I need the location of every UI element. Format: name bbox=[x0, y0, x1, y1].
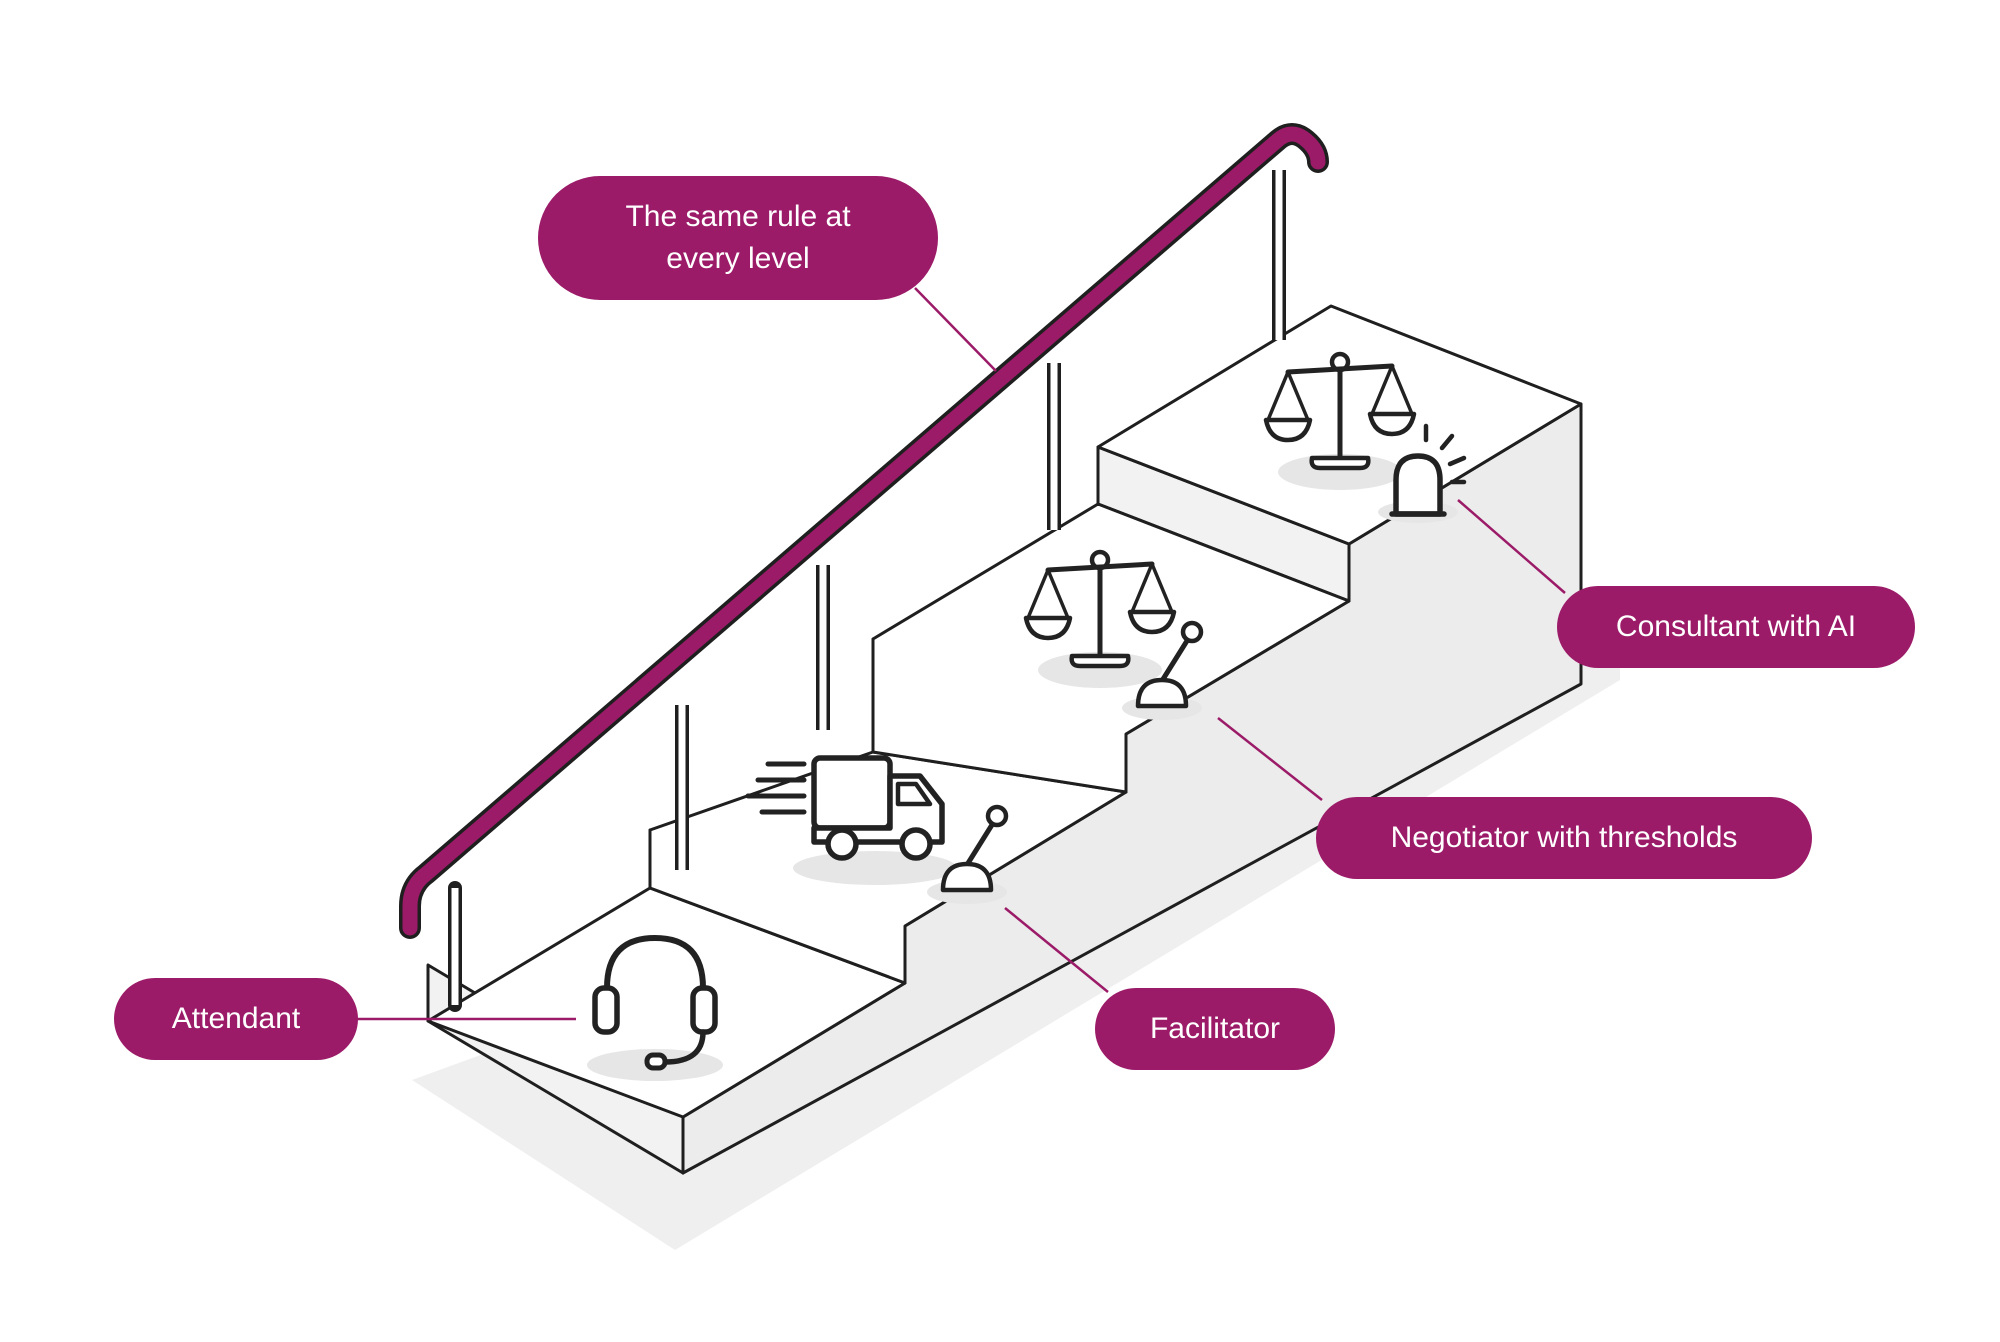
rail-label: The same rule at every level bbox=[538, 176, 938, 300]
label-attendant-text: Attendant bbox=[172, 1002, 301, 1035]
leader-rail bbox=[914, 287, 997, 372]
headset-icon bbox=[587, 934, 723, 1081]
label-consultant: Consultant with AI bbox=[1557, 586, 1915, 668]
label-facilitator-text: Facilitator bbox=[1150, 1012, 1280, 1045]
leader-consultant bbox=[1457, 499, 1566, 594]
leader-facilitator bbox=[1004, 907, 1109, 993]
rail-label-line-2: every level bbox=[666, 242, 809, 275]
label-consultant-text: Consultant with AI bbox=[1616, 610, 1856, 643]
handrail bbox=[399, 123, 1329, 1012]
label-attendant: Attendant bbox=[114, 978, 358, 1060]
truck-icon bbox=[745, 755, 957, 885]
alarm-light-icon bbox=[1378, 423, 1467, 523]
label-facilitator: Facilitator bbox=[1095, 988, 1335, 1070]
label-negotiator-text: Negotiator with thresholds bbox=[1391, 821, 1738, 854]
leader-negotiator bbox=[1217, 717, 1323, 801]
rail-label-line-1: The same rule at bbox=[625, 200, 851, 233]
leader-lines bbox=[352, 287, 1566, 1021]
label-negotiator: Negotiator with thresholds bbox=[1316, 797, 1812, 879]
